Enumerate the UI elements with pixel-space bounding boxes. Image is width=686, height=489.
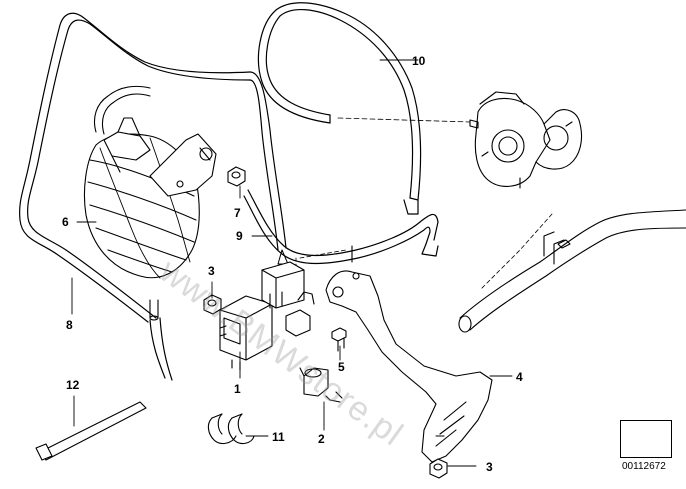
- document-number: 00112672: [622, 461, 666, 472]
- callout-4: 4: [516, 370, 523, 384]
- view-direction-box: [620, 420, 672, 458]
- pressure-converter-1: [219, 261, 315, 371]
- callout-6: 6: [62, 215, 69, 229]
- callout-3-upper: 3: [208, 264, 215, 278]
- hose-end-8: [93, 85, 159, 321]
- callout-2: 2: [318, 432, 325, 446]
- callout-1: 1: [234, 382, 241, 396]
- callout-7: 7: [234, 206, 241, 220]
- vacuum-hose-8: [19, 12, 289, 381]
- callout-9: 9: [236, 229, 243, 243]
- callout-8: 8: [66, 318, 73, 332]
- callout-3-lower: 3: [486, 460, 493, 474]
- callout-11: 11: [272, 430, 285, 444]
- turbocharger: [469, 91, 583, 189]
- vacuum-reservoir-6: [83, 117, 200, 279]
- callout-12: 12: [66, 378, 80, 392]
- clip-11: [207, 413, 255, 445]
- bolt-5: [331, 327, 347, 352]
- leader-lines: [71, 59, 513, 467]
- cable-tie-12: [35, 401, 147, 461]
- nut-3-lower: [429, 458, 448, 479]
- callout-10: 10: [412, 54, 426, 68]
- reservoir-bracket: [149, 133, 217, 197]
- bracket-4: [325, 245, 493, 463]
- rubber-mount-2: [299, 367, 343, 403]
- intake-pipe: [458, 209, 686, 333]
- vacuum-hose-10: [257, 2, 471, 215]
- callout-5: 5: [338, 360, 345, 374]
- nut-7: [227, 166, 246, 187]
- vacuum-hose-9: [243, 189, 439, 273]
